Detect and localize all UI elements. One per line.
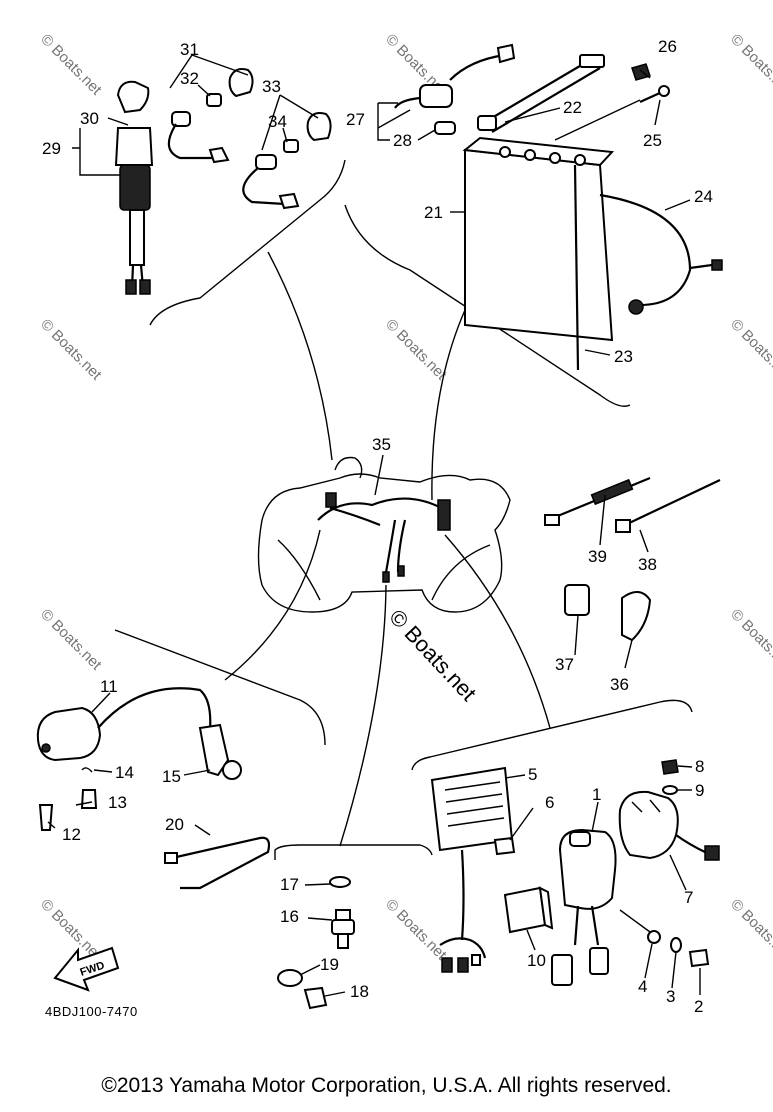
- callout-leaders: [47, 54, 701, 997]
- watermark-center: © Boats.net: [384, 604, 481, 705]
- callout-23: 23: [614, 347, 633, 366]
- callout-6: 6: [545, 793, 554, 812]
- callout-34: 34: [268, 112, 287, 131]
- callout-38: 38: [638, 555, 657, 574]
- callout-11: 11: [100, 677, 118, 696]
- callout-17: 17: [280, 875, 299, 894]
- callout-3: 3: [666, 987, 675, 1006]
- callout-33: 33: [262, 77, 281, 96]
- callout-14: 14: [115, 763, 134, 782]
- copyright-notice: ©2013 Yamaha Motor Corporation, U.S.A. A…: [101, 1074, 672, 1097]
- parts-diagram: © Boats.net © Boats.net © Boats.net © Bo…: [36, 31, 773, 1019]
- callout-12: 12: [62, 825, 81, 844]
- callout-13: 13: [108, 793, 127, 812]
- callout-32: 32: [180, 69, 199, 88]
- callout-16: 16: [280, 907, 299, 926]
- callout-25: 25: [643, 131, 662, 150]
- main-switch: [114, 80, 154, 295]
- callout-37: 37: [555, 655, 574, 674]
- callout-15: 15: [162, 767, 181, 786]
- watermark: © Boats.net: [382, 896, 450, 964]
- callout-26: 26: [658, 37, 677, 56]
- starter-relay: [618, 759, 720, 861]
- group-brackets: [114, 159, 693, 860]
- bands: [544, 476, 721, 533]
- diagram-code: 4BDJ100-7470: [45, 1004, 138, 1019]
- bottom-right-hardware: [619, 909, 710, 968]
- watermark: © Boats.net: [727, 316, 773, 384]
- callout-5: 5: [528, 765, 537, 784]
- battery: [462, 63, 723, 371]
- watermark: © Boats.net: [727, 31, 773, 99]
- clamps: [564, 584, 652, 642]
- callout-31: 31: [180, 40, 199, 59]
- connector-parts: [167, 68, 332, 210]
- watermark: © Boats.net: [37, 316, 105, 384]
- callout-24: 24: [694, 187, 713, 206]
- upper-center-parts: [394, 43, 605, 135]
- callout-30: 30: [80, 109, 99, 128]
- watermark: © Boats.net: [37, 606, 105, 674]
- callout-2: 2: [694, 997, 703, 1016]
- callout-4: 4: [638, 977, 647, 996]
- callout-labels: 1 2 3 4 5 6 7 8 9 10 11 12 13 14 15 16 1…: [42, 37, 713, 1016]
- callout-20: 20: [165, 815, 184, 834]
- rectifier-regulator: [430, 766, 516, 973]
- watermark: © Boats.net: [37, 31, 105, 99]
- callout-7: 7: [684, 888, 693, 907]
- callout-29: 29: [42, 139, 61, 158]
- callout-9: 9: [695, 781, 704, 800]
- callout-10: 10: [527, 951, 546, 970]
- spark-plug: [277, 876, 355, 1010]
- callout-28: 28: [393, 131, 412, 150]
- ignition-coil: [36, 687, 271, 890]
- callout-27: 27: [346, 110, 365, 129]
- callout-19: 19: [320, 955, 339, 974]
- callout-21: 21: [424, 203, 443, 222]
- callout-35: 35: [372, 435, 391, 454]
- atv-outline: [257, 456, 511, 613]
- callout-1: 1: [592, 785, 601, 804]
- callout-22: 22: [563, 98, 582, 117]
- relay: [503, 886, 554, 934]
- callout-36: 36: [610, 675, 629, 694]
- watermark: © Boats.net: [727, 896, 773, 964]
- watermark: © Boats.net: [727, 606, 773, 674]
- callout-8: 8: [695, 757, 704, 776]
- watermark: © Boats.net: [382, 316, 450, 384]
- cdi-unit: [551, 828, 617, 986]
- leader-lines: [224, 251, 551, 847]
- fwd-arrow-icon: FWD: [53, 946, 120, 992]
- callout-39: 39: [588, 547, 607, 566]
- callout-18: 18: [350, 982, 369, 1001]
